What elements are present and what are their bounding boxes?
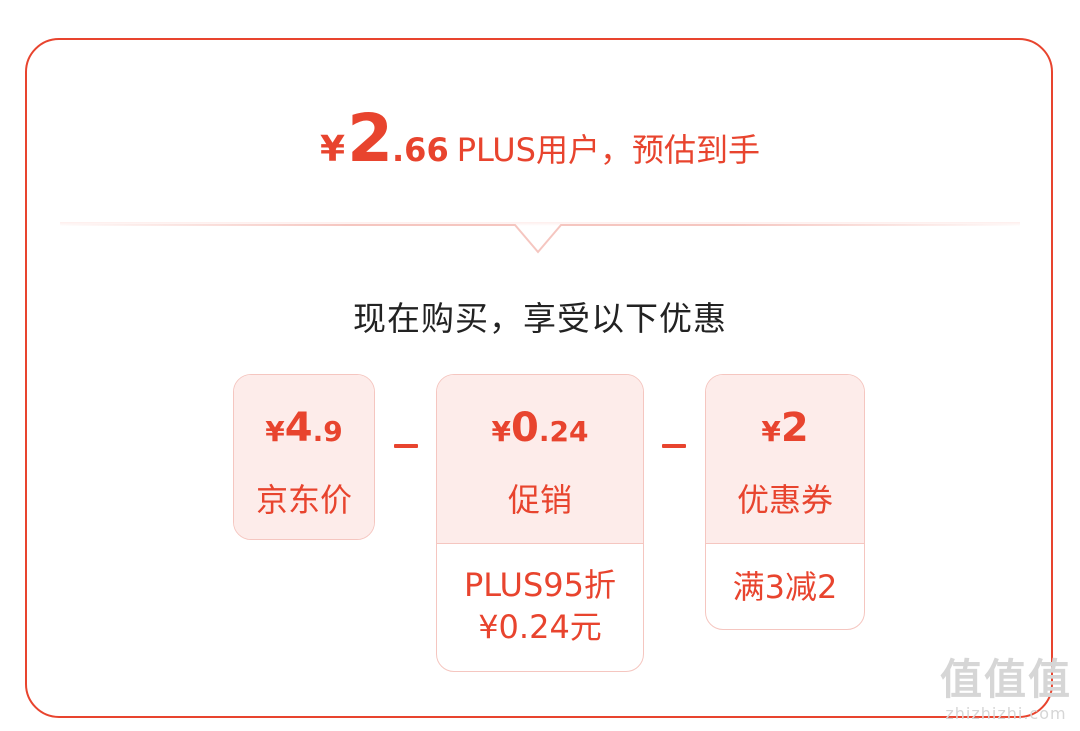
promotion-detail-line1: PLUS95折 [464,566,616,604]
coupon-card: ¥2 优惠券 满3减2 [705,374,865,630]
promotion-card-top: ¥0.24 促销 [437,375,643,543]
jd-price-label: 京东价 [255,481,352,519]
estimated-price-headline: ¥ 2 .66 PLUS用户，预估到手 [0,100,1080,180]
coupon-integer: 2 [780,405,809,451]
coupon-currency: ¥ [761,415,781,448]
jd-price-decimal: .9 [312,415,343,448]
watermark-url: zhizhizhi.com [945,704,1067,723]
jd-price-card-top: ¥4.9 京东价 [234,375,374,539]
promotion-currency: ¥ [491,415,512,448]
watermark-logo: 值值值 [939,655,1072,704]
coupon-detail: 满3减2 [706,543,864,629]
jd-price-value: ¥4.9 [234,405,374,451]
promotion-value: ¥0.24 [437,405,643,451]
minus-sign [394,444,418,448]
promotion-decimal: .24 [538,415,589,448]
watermark: 值值值 zhizhizhi.com [940,655,1072,723]
minus-sign [662,444,686,448]
promotion-integer: 0 [511,405,539,451]
headline-price-decimal: .66 [392,131,449,169]
jd-price-currency: ¥ [265,415,285,448]
promotion-label: 促销 [507,481,572,519]
jd-price-card: ¥4.9 京东价 [233,374,375,540]
pointer-divider [60,222,1020,254]
headline-currency: ¥ [320,129,346,170]
promotion-detail: PLUS95折 ¥0.24元 [437,543,643,671]
offers-subtitle: 现在购买，享受以下优惠 [353,299,727,338]
headline-price-integer: 2 [347,100,393,177]
promotion-detail-line2: ¥0.24元 [478,608,602,646]
coupon-value: ¥2 [706,405,864,451]
coupon-label: 优惠券 [736,481,833,519]
coupon-detail-line1: 满3减2 [732,568,838,606]
promotion-card: ¥0.24 促销 PLUS95折 ¥0.24元 [436,374,644,672]
coupon-card-top: ¥2 优惠券 [706,375,864,543]
headline-suffix: PLUS用户，预估到手 [456,131,760,169]
jd-price-integer: 4 [284,405,313,451]
